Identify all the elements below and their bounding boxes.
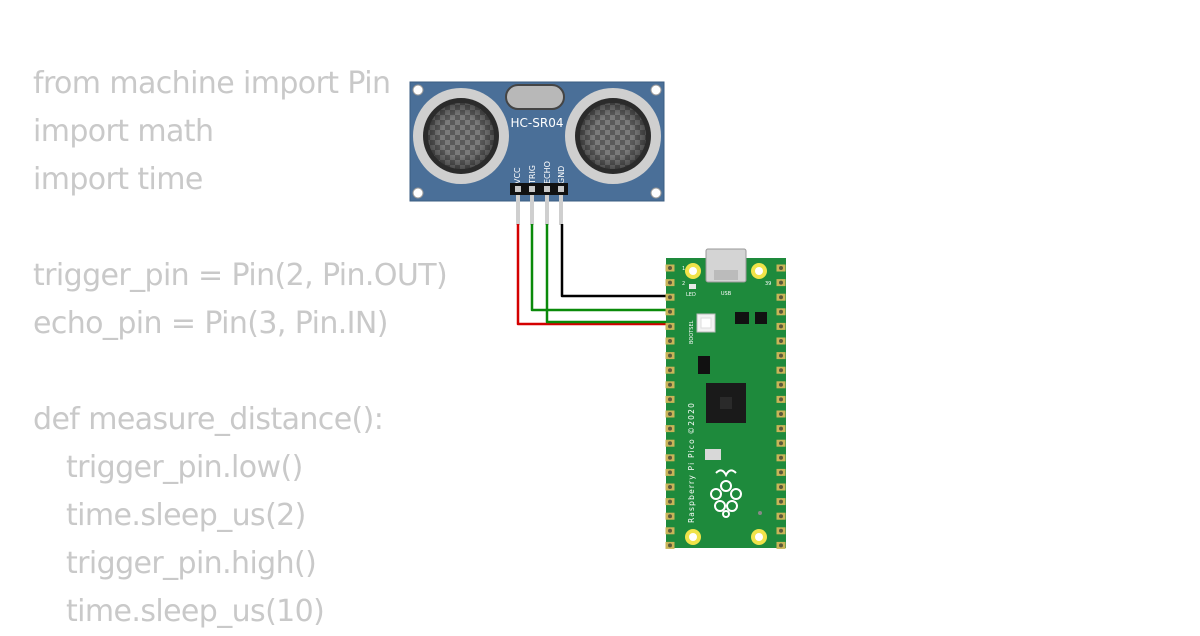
- gpio-hole: [668, 382, 672, 387]
- trig-wire[interactable]: [530, 224, 679, 312]
- gpio-hole: [779, 412, 783, 416]
- gpio-hole: [668, 397, 672, 402]
- gpio-hole: [779, 499, 783, 504]
- gpio-hole: [779, 514, 783, 519]
- pin-label-gnd: GND: [557, 166, 566, 184]
- pin-number-39: 39: [765, 281, 771, 287]
- mounting-hole: [650, 84, 662, 96]
- gpio-hole: [779, 455, 783, 460]
- code-line: import time: [33, 162, 203, 197]
- gpio-hole: [668, 280, 672, 285]
- gpio-hole: [779, 382, 783, 387]
- gpio-hole: [668, 339, 672, 343]
- component: [735, 312, 749, 324]
- pin-number-1: 1: [682, 266, 685, 272]
- gpio-hole: [668, 309, 672, 314]
- pin-label-trig: TRIG: [528, 165, 537, 185]
- code-line: import math: [33, 114, 214, 149]
- gpio-hole: [779, 485, 783, 489]
- gpio-hole: [779, 470, 783, 475]
- gpio-hole: [668, 266, 672, 270]
- gpio-hole: [668, 528, 672, 533]
- gpio-hole: [668, 470, 672, 475]
- component: [705, 449, 721, 460]
- code-line: trigger_pin.low(): [66, 450, 303, 485]
- gpio-hole: [668, 412, 672, 416]
- sensor-label: HC-SR04: [511, 116, 564, 130]
- gpio-hole: [668, 514, 672, 519]
- header-pin[interactable]: [529, 186, 535, 192]
- left-pin-column: [665, 264, 675, 549]
- gpio-hole: [779, 543, 783, 548]
- code-line: time.sleep_us(10): [66, 594, 325, 629]
- gpio-hole: [779, 353, 783, 358]
- crystal-oscillator: [505, 84, 565, 110]
- gpio-hole: [668, 499, 672, 504]
- gpio-hole: [779, 368, 783, 373]
- gpio-hole: [668, 368, 672, 373]
- gpio-hole: [668, 485, 672, 489]
- pin-label-echo: ECHO: [543, 161, 552, 184]
- component: [698, 356, 710, 374]
- code-line: echo_pin = Pin(3, Pin.IN): [33, 306, 388, 341]
- pin-number-2: 2: [682, 281, 685, 287]
- gpio-hole: [779, 266, 783, 270]
- code-line: from machine import Pin: [33, 66, 391, 101]
- echo-wire[interactable]: [545, 224, 679, 324]
- right-transducer: [565, 88, 661, 184]
- gpio-hole: [668, 295, 672, 300]
- gnd-wire[interactable]: [560, 224, 679, 298]
- header-pin[interactable]: [544, 186, 550, 192]
- usb-label: USB: [721, 291, 732, 297]
- led-label: LED: [686, 292, 696, 298]
- gpio-hole: [668, 324, 672, 329]
- gpio-hole: [779, 528, 783, 533]
- header-pin[interactable]: [558, 186, 564, 192]
- component: [755, 312, 767, 324]
- mounting-hole: [412, 84, 424, 96]
- raspberry-logo-icon: [710, 469, 742, 518]
- code-line: time.sleep_us(2): [66, 498, 306, 533]
- gpio-hole: [668, 455, 672, 460]
- code-line: trigger_pin = Pin(2, Pin.OUT): [33, 258, 448, 293]
- pico-silkscreen: Raspberry Pi Pico ©2020: [687, 402, 696, 523]
- gpio-hole: [779, 426, 783, 431]
- bootsel-label: BOOTSEL: [689, 320, 695, 344]
- gpio-hole: [779, 295, 783, 300]
- code-line: def measure_distance():: [33, 402, 384, 437]
- pin-label-vcc: VCC: [513, 167, 522, 184]
- mounting-hole: [412, 187, 424, 199]
- gpio-hole: [668, 426, 672, 431]
- gpio-hole: [779, 324, 783, 329]
- gpio-hole: [668, 353, 672, 358]
- code-line: trigger_pin.high(): [66, 546, 317, 581]
- raspberry-pi-pico[interactable]: USB 1 2 39 LED BOOTSEL Raspberry Pi Pico…: [665, 248, 787, 549]
- header-pin[interactable]: [515, 186, 521, 192]
- mounting-hole: [650, 187, 662, 199]
- gpio-hole: [779, 280, 783, 285]
- gpio-hole: [668, 441, 672, 446]
- gpio-hole: [779, 397, 783, 402]
- hc-sr04-sensor[interactable]: HC-SR04 VCC TRIG ECHO GND: [409, 81, 665, 202]
- gpio-hole: [668, 543, 672, 548]
- right-pin-column: [776, 264, 786, 549]
- usb-port: [714, 270, 738, 280]
- code-listing: from machine import Pin import math import…: [33, 60, 448, 636]
- gpio-hole: [779, 339, 783, 343]
- gpio-hole: [779, 441, 783, 446]
- led: [689, 284, 696, 289]
- sensor-pin-legs: [516, 195, 563, 225]
- gpio-hole: [779, 309, 783, 314]
- pin-header: [510, 183, 568, 195]
- left-transducer: [413, 88, 509, 184]
- test-point: [758, 511, 762, 515]
